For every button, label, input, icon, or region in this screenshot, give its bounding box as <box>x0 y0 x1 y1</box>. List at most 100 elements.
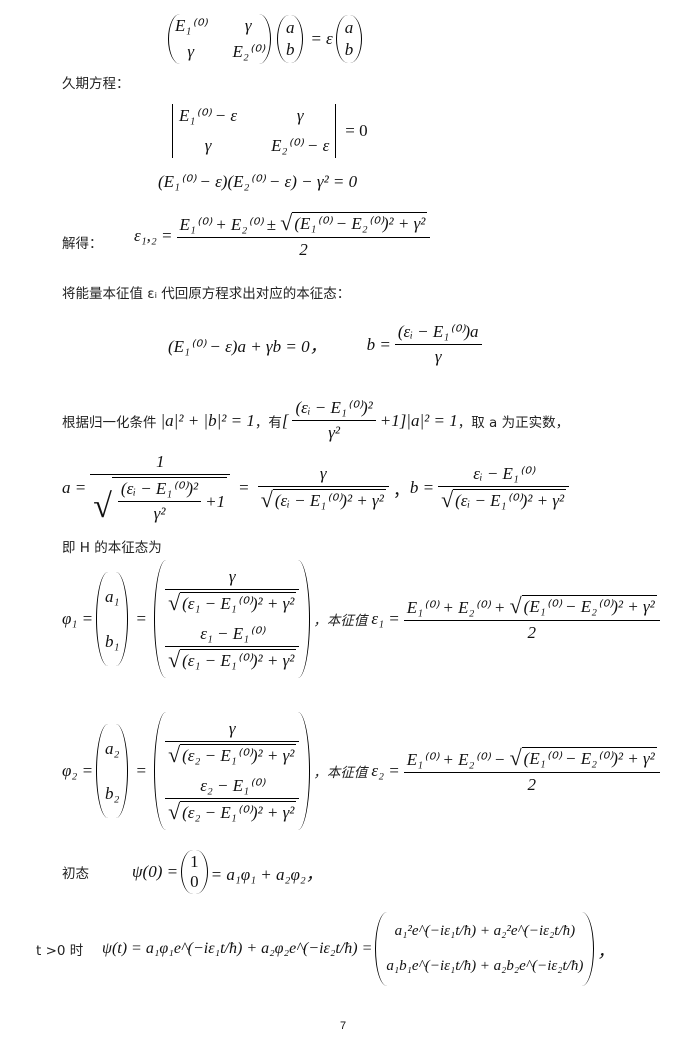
num-root: (E₁⁽⁰⁾ − E₂⁽⁰⁾)² + γ² <box>521 747 657 768</box>
m11: E₁⁽⁰⁾ <box>175 16 207 35</box>
linear-eq: (E₁⁽⁰⁾ − ε)a + γb = 0， <box>168 337 327 356</box>
time-evolution: t >0 时 ψ(t) = a₁φ₁e^(−iε₁t/ħ) + a₂φ₂e^(−… <box>36 912 614 986</box>
inner-den: γ² <box>117 501 202 524</box>
equals: = <box>311 29 322 48</box>
num2: ε₂ − E₁⁽⁰⁾ <box>200 775 265 795</box>
num-a: E₁⁽⁰⁾ + E₂⁽⁰⁾ + <box>406 598 506 617</box>
d22: E₂⁽⁰⁾ − ε <box>271 136 330 155</box>
b-root: (εᵢ − E₁⁽⁰⁾)² + γ² <box>453 489 567 510</box>
gamma: γ <box>228 566 236 586</box>
solve-label: 解得： <box>62 236 103 252</box>
d21: γ <box>204 136 212 155</box>
characteristic-equation: (E₁⁽⁰⁾ − ε)(E₂⁽⁰⁾ − ε) − γ² = 0 <box>158 172 358 191</box>
num-a: E₁⁽⁰⁾ + E₂⁽⁰⁾ − <box>406 750 506 769</box>
phi1-lhs: φ₁ = <box>62 609 94 628</box>
den: γ <box>394 344 482 367</box>
initial-rhs: = a₁φ₁ + a₂φ₂， <box>210 864 323 884</box>
gamma: γ <box>319 464 327 483</box>
a1: a₁ <box>105 586 120 606</box>
m21: γ <box>187 42 195 61</box>
norm-text2: ，有 <box>254 414 282 431</box>
epsilon: ε <box>326 29 333 48</box>
num: (εᵢ − E₁⁽⁰⁾)a <box>397 322 479 341</box>
num-root: (E₁⁽⁰⁾ − E₂⁽⁰⁾)² + γ² <box>521 595 657 616</box>
fraction: (εᵢ − E₁⁽⁰⁾)² γ² <box>292 398 376 443</box>
v2: b <box>285 40 295 59</box>
plus1: +1 <box>205 491 226 511</box>
one: 1 <box>155 452 165 471</box>
v2: 0 <box>190 872 199 891</box>
psit: ψ(t) = a₁φ₁e^(−iε₁t/ħ) + a₂φ₂e^(−iε₂t/ħ)… <box>102 940 373 957</box>
fraction-b: εᵢ − E₁⁽⁰⁾ √(εᵢ − E₁⁽⁰⁾)² + γ² <box>438 464 570 512</box>
r1: a₁²e^(−iε₁t/ħ) + a₂²e^(−iε₂t/ħ) <box>394 923 576 939</box>
eps12: ε₁,₂ = <box>134 226 173 245</box>
root2: (ε₂ − E₁⁽⁰⁾)² + γ² <box>180 800 297 822</box>
equals: = <box>136 609 147 628</box>
equals: = <box>239 478 249 497</box>
v1: a <box>285 18 295 37</box>
m12: γ <box>244 16 252 35</box>
w2: b <box>344 40 354 59</box>
norm-text3: ，取 a 为正实数， <box>457 414 570 431</box>
b-eq: b = <box>366 334 391 354</box>
d12: γ <box>296 106 304 125</box>
norm-text1: 根据归一化条件 <box>62 414 157 431</box>
num-a: E₁⁽⁰⁾ + E₂⁽⁰⁾ ± <box>179 215 276 234</box>
phi2-lhs: φ₂ = <box>62 761 94 780</box>
b2: b₂ <box>105 783 120 803</box>
fraction-a2: γ √(εᵢ − E₁⁽⁰⁾)² + γ² <box>257 464 389 512</box>
det-rhs: = 0 <box>345 121 368 140</box>
norm-math2: +1]|a|² = 1 <box>379 410 458 430</box>
gamma: γ <box>228 718 236 738</box>
num2: ε₁ − E₁⁽⁰⁾ <box>200 623 265 643</box>
den: 2 <box>176 237 431 260</box>
root1: (ε₂ − E₁⁽⁰⁾)² + γ² <box>180 743 297 765</box>
v1: 1 <box>190 852 199 871</box>
comma: ， <box>392 480 410 500</box>
eps2: ε₂ = <box>371 761 400 780</box>
root: (εᵢ − E₁⁽⁰⁾)² + γ² <box>272 489 386 510</box>
bracket: [ <box>281 410 289 430</box>
eigenvalue-label: ，本征值 <box>313 613 368 629</box>
initial-label: 初态 <box>62 866 89 882</box>
evolve-label: t >0 时 <box>36 943 84 959</box>
num: (εᵢ − E₁⁽⁰⁾)² <box>295 398 373 417</box>
fraction: E₁⁽⁰⁾ + E₂⁽⁰⁾ ± √(E₁⁽⁰⁾ − E₂⁽⁰⁾)² + γ² 2 <box>176 212 431 260</box>
phi2-components: γ√(ε₂ − E₁⁽⁰⁾)² + γ² ε₂ − E₁⁽⁰⁾√(ε₂ − E₁… <box>154 712 311 830</box>
phi2-block: φ₂ = a₂ b₂ = γ√(ε₂ − E₁⁽⁰⁾)² + γ² ε₂ − E₁… <box>62 712 664 830</box>
phi1-components: γ√(ε₁ − E₁⁽⁰⁾)² + γ² ε₁ − E₁⁽⁰⁾√(ε₁ − E₁… <box>154 560 311 678</box>
page-number: 7 <box>340 1020 347 1032</box>
eigenvalue-formula: ε₁,₂ = E₁⁽⁰⁾ + E₂⁽⁰⁾ ± √(E₁⁽⁰⁾ − E₂⁽⁰⁾)²… <box>134 212 434 260</box>
root1: (ε₁ − E₁⁽⁰⁾)² + γ² <box>180 591 297 613</box>
eigenstate-relation: (E₁⁽⁰⁾ − ε)a + γb = 0， b = (εᵢ − E₁⁽⁰⁾)a… <box>168 322 486 367</box>
a-eq: a = <box>62 478 87 497</box>
eps1: ε₁ = <box>371 609 400 628</box>
r2: a₁b₁e^(−iε₁t/ħ) + a₂b₂e^(−iε₂t/ħ) <box>386 958 584 974</box>
w1: a <box>344 18 354 37</box>
den: γ² <box>292 420 376 443</box>
a2: a₂ <box>105 738 120 758</box>
secular-label: 久期方程： <box>62 76 130 92</box>
norm-math1: |a|² + |b|² = 1 <box>160 410 255 430</box>
eigenvalue-label: ，本征值 <box>313 765 368 781</box>
d11: E₁⁽⁰⁾ − ε <box>179 106 238 125</box>
normalization-line: 根据归一化条件 |a|² + |b|² = 1 ，有 [ (εᵢ − E₁⁽⁰⁾… <box>62 398 569 443</box>
fraction: (εᵢ − E₁⁽⁰⁾)a γ <box>394 322 482 367</box>
comma: ， <box>597 941 615 961</box>
equals: = <box>136 761 147 780</box>
m22: E₂⁽⁰⁾ <box>232 42 264 61</box>
num-root: (E₁⁽⁰⁾ − E₂⁽⁰⁾)² + γ² <box>292 212 428 233</box>
phi2-vector: a₂ b₂ <box>96 724 129 818</box>
